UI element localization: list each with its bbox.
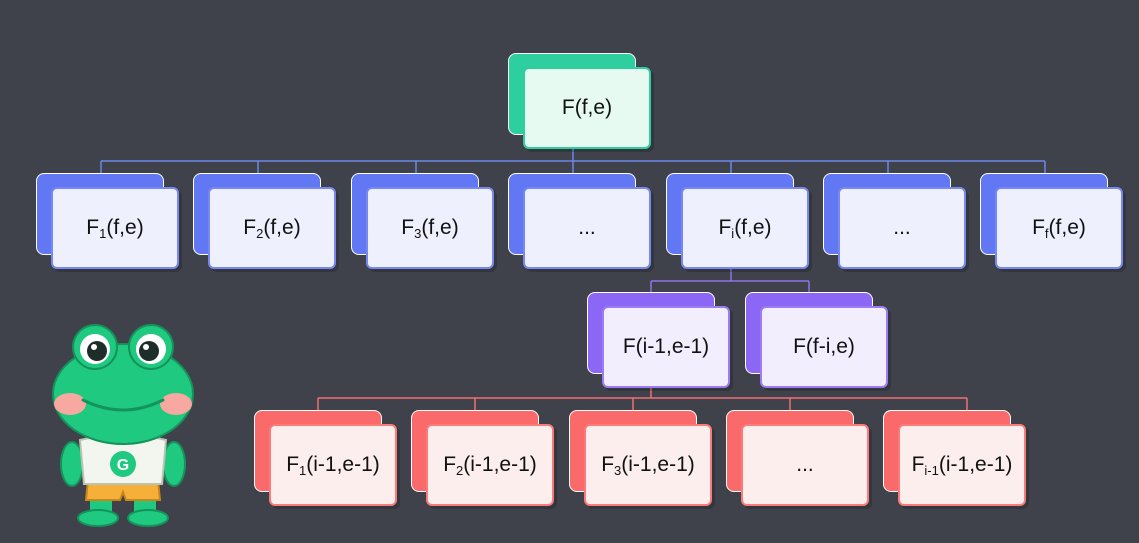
- node-card: F1(f,e): [51, 187, 179, 269]
- node-args: (i-1,e-1): [306, 452, 380, 476]
- node-args: (f,e): [263, 215, 301, 239]
- node-name: F: [286, 452, 300, 476]
- node-label: F(f-i,e): [793, 335, 855, 360]
- node-args: (f,e): [1048, 215, 1086, 239]
- node-label: F3(f,e): [401, 216, 458, 241]
- node-args: (f,e): [734, 215, 772, 239]
- node-card: F3(f,e): [366, 187, 494, 269]
- node-card: ...: [838, 187, 966, 269]
- node-name: ...: [578, 215, 596, 239]
- root-node-card: F(f,e): [523, 67, 651, 149]
- node-card: ...: [523, 187, 651, 269]
- node-label: F2(i-1,e-1): [443, 453, 537, 478]
- node-card: ...: [741, 424, 869, 506]
- node-card: F1(i-1,e-1): [269, 424, 397, 506]
- node-name: F: [718, 215, 732, 239]
- node-subscript: 3: [614, 462, 622, 478]
- node-subscript: 3: [414, 225, 422, 241]
- level1-node: F3(f,e): [351, 173, 494, 269]
- node-label: ...: [578, 216, 596, 241]
- level3-node: Fi-1(i-1,e-1): [883, 410, 1026, 506]
- level2-node: F(f-i,e): [745, 292, 888, 388]
- level2-node: F(i-1,e-1): [587, 292, 730, 388]
- node-name: F(i-1,e-1): [622, 334, 710, 358]
- node-subscript: 1: [99, 225, 107, 241]
- root-node: F(f,e): [508, 53, 651, 149]
- node-name: ...: [893, 215, 911, 239]
- node-name: F: [401, 215, 415, 239]
- level3-node: F1(i-1,e-1): [254, 410, 397, 506]
- level3-node: ...: [726, 410, 869, 506]
- node-args: (i-1,e-1): [621, 452, 695, 476]
- node-card: F2(i-1,e-1): [426, 424, 554, 506]
- frog-mascot-icon: G: [52, 324, 194, 527]
- node-args: (f,e): [421, 215, 459, 239]
- node-card: F2(f,e): [208, 187, 336, 269]
- node-subscript: 2: [256, 225, 264, 241]
- node-label: ...: [796, 453, 814, 478]
- node-subscript: f: [1044, 225, 1049, 241]
- node-label: F2(f,e): [243, 216, 300, 241]
- node-subscript: i: [731, 225, 735, 241]
- root-node-label: F(f,e): [562, 96, 612, 121]
- node-label: Ff(f,e): [1032, 216, 1086, 241]
- node-subscript: 2: [456, 462, 464, 478]
- node-card: Fi-1(i-1,e-1): [898, 424, 1026, 506]
- node-card: F3(i-1,e-1): [584, 424, 712, 506]
- node-label: Fi-1(i-1,e-1): [912, 453, 1013, 478]
- node-name: F: [243, 215, 257, 239]
- level1-node: Ff(f,e): [980, 173, 1123, 269]
- level3-node: F2(i-1,e-1): [411, 410, 554, 506]
- node-card: F(i-1,e-1): [602, 306, 730, 388]
- level1-node: F2(f,e): [193, 173, 336, 269]
- node-name: F: [1032, 215, 1045, 239]
- node-label: Fi(f,e): [718, 216, 771, 241]
- level3-node: F3(i-1,e-1): [569, 410, 712, 506]
- mascot-badge-letter: G: [117, 457, 129, 474]
- node-name: F: [911, 452, 925, 476]
- node-subscript: i-1: [924, 462, 939, 478]
- node-args: (f,e): [106, 215, 144, 239]
- node-label: F(i-1,e-1): [623, 335, 709, 360]
- level1-node: F1(f,e): [36, 173, 179, 269]
- root-node-name: F(f,e): [561, 95, 613, 119]
- level1-node: ...: [823, 173, 966, 269]
- node-name: F: [443, 452, 457, 476]
- node-card: Fi(f,e): [681, 187, 809, 269]
- node-name: F: [86, 215, 100, 239]
- level1-node: Fi(f,e): [666, 173, 809, 269]
- node-name: ...: [796, 452, 814, 476]
- node-card: Ff(f,e): [995, 187, 1123, 269]
- node-label: ...: [893, 216, 911, 241]
- node-label: F1(f,e): [86, 216, 143, 241]
- level1-node: ...: [508, 173, 651, 269]
- node-args: (i-1,e-1): [938, 452, 1013, 476]
- node-label: F3(i-1,e-1): [601, 453, 695, 478]
- node-label: F1(i-1,e-1): [286, 453, 380, 478]
- node-name: F: [601, 452, 615, 476]
- node-subscript: 1: [299, 462, 307, 478]
- node-card: F(f-i,e): [760, 306, 888, 388]
- node-args: (i-1,e-1): [463, 452, 537, 476]
- node-name: F(f-i,e): [793, 334, 855, 358]
